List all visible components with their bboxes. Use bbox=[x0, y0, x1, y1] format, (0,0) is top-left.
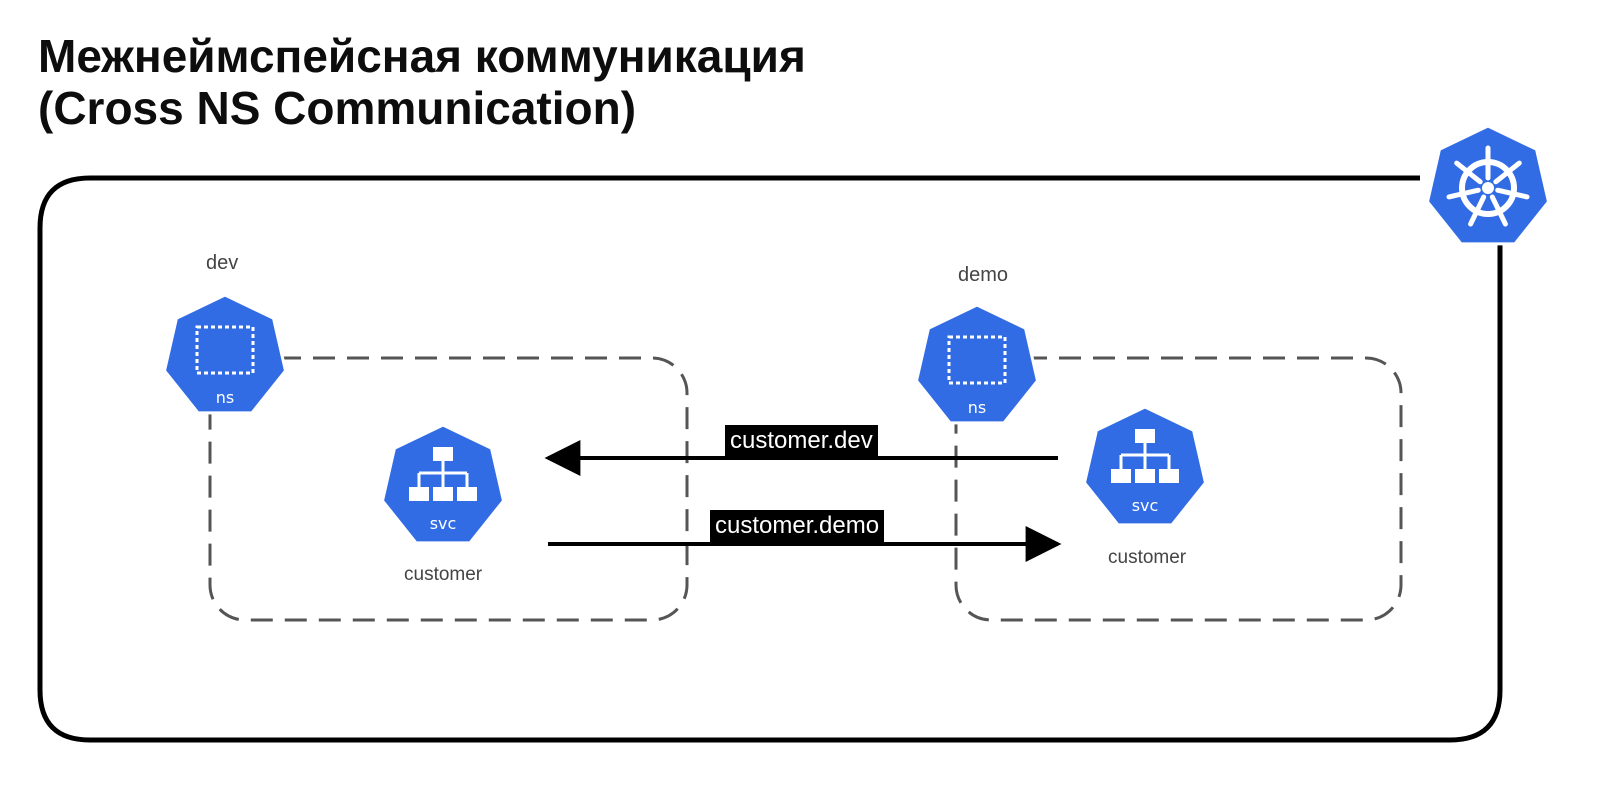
route-label-customer-dev: customer.dev bbox=[725, 425, 878, 457]
service-icon: svc bbox=[1082, 405, 1208, 527]
namespace-box-dev bbox=[208, 356, 689, 622]
namespace-icon: ns bbox=[162, 293, 288, 415]
title-line-1: Межнеймспейсная коммуникация bbox=[38, 30, 806, 82]
kubernetes-helm-icon bbox=[1425, 124, 1551, 246]
namespace-label-demo: demo bbox=[958, 264, 1009, 286]
svc-icon-text-dev: svc bbox=[430, 514, 457, 533]
route-label-customer-demo: customer.demo bbox=[710, 510, 885, 542]
namespace-icon: ns bbox=[914, 303, 1040, 425]
ns-icon-text-dev: ns bbox=[216, 388, 234, 407]
svc-icon-text-demo: svc bbox=[1132, 496, 1159, 515]
title-line-2: (Cross NS Communication) bbox=[38, 82, 637, 134]
page-title: Межнеймспейсная коммуникация (Cross NS C… bbox=[38, 30, 806, 134]
namespace-label-dev: dev bbox=[206, 252, 239, 274]
namespace-box-demo bbox=[954, 356, 1403, 622]
service-icon: svc bbox=[380, 423, 506, 545]
cluster-boundary bbox=[37, 175, 1503, 743]
ns-icon-text-demo: ns bbox=[968, 398, 986, 417]
service-label-demo: customer bbox=[1108, 547, 1187, 568]
service-label-dev: customer bbox=[404, 564, 483, 585]
